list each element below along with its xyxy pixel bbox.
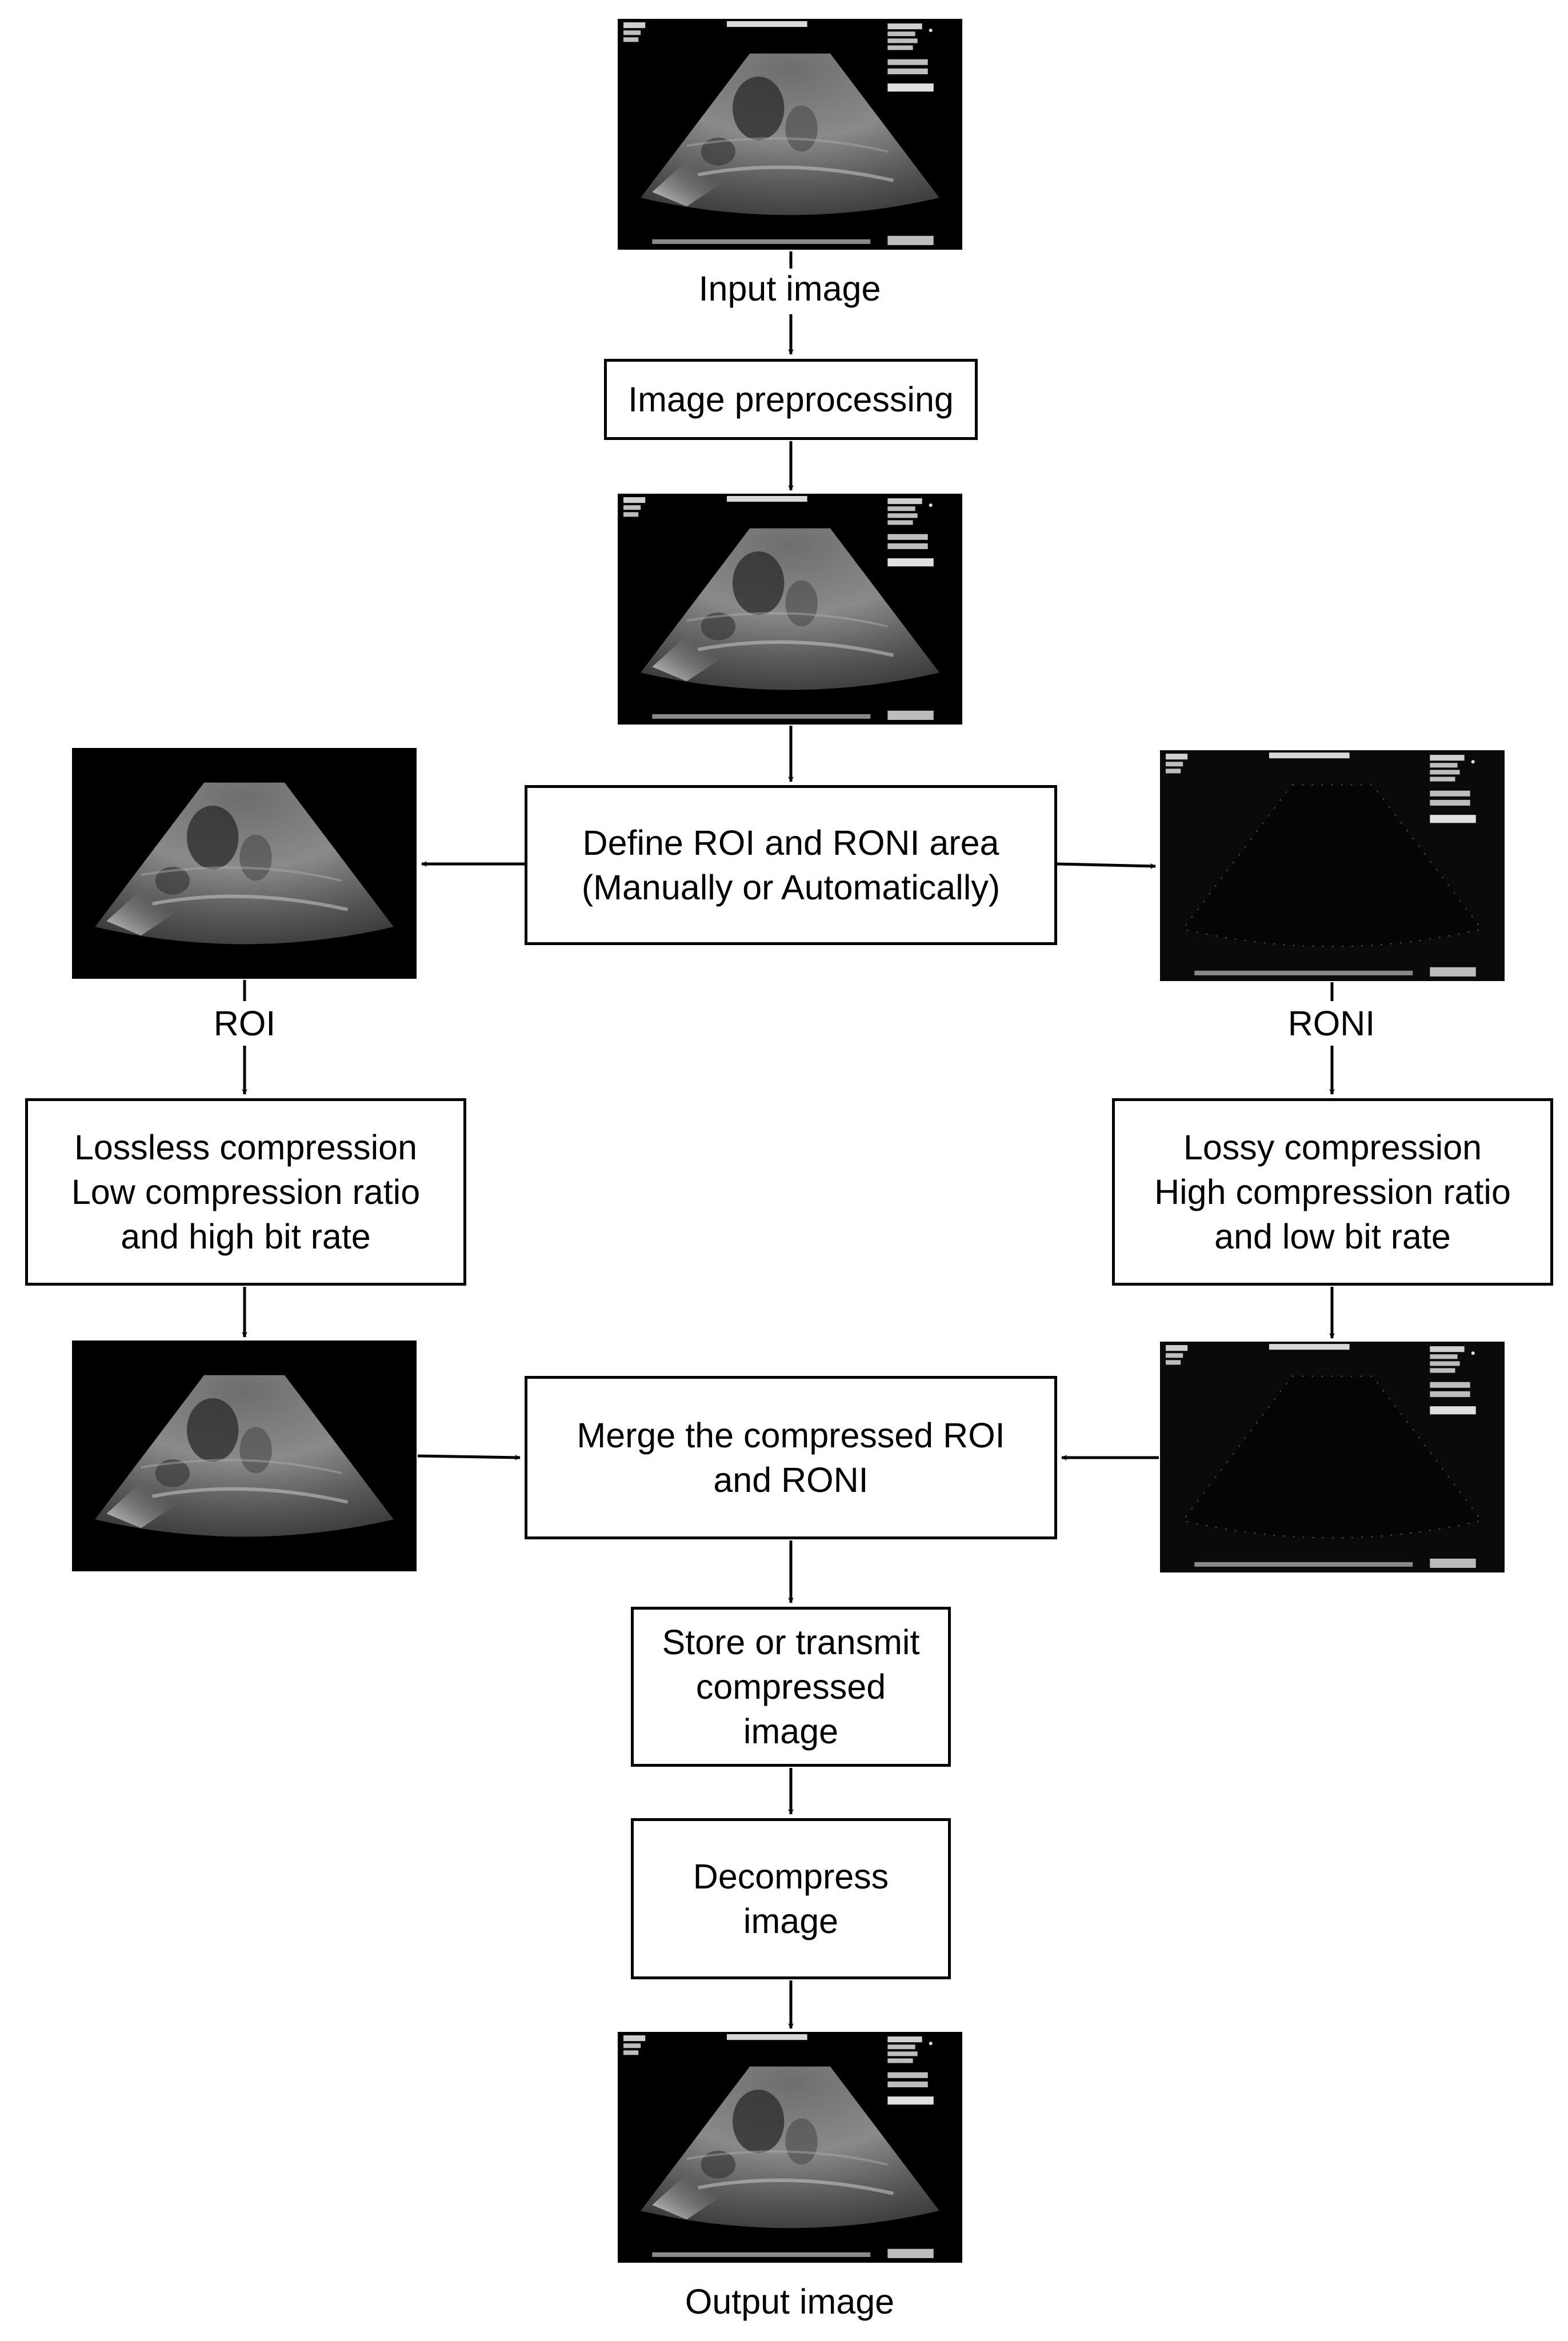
decompress-step: Decompress image: [631, 1818, 951, 1979]
compressed-roi-image: [72, 1340, 417, 1571]
lossless-compression-step: Lossless compression Low compression rat…: [25, 1098, 466, 1286]
image-preprocessing-step: Image preprocessing: [604, 359, 978, 440]
output-ultrasound-image: [618, 2032, 962, 2263]
roni-label: RONI: [1287, 1004, 1375, 1043]
compressed-roni-image: [1160, 1342, 1505, 1572]
store-transmit-step: Store or transmit compressed image: [631, 1607, 951, 1767]
preprocessed-ultrasound-image: [618, 494, 962, 725]
roni-ultrasound-image: [1160, 750, 1505, 981]
output-image-label: Output image: [685, 2282, 895, 2321]
roi-label: ROI: [213, 1004, 276, 1043]
input-ultrasound-image: [618, 19, 962, 250]
roi-ultrasound-image: [72, 748, 417, 979]
define-roi-roni-step: Define ROI and RONI area (Manually or Au…: [525, 785, 1057, 945]
input-image-label: Input image: [698, 269, 881, 308]
lossy-compression-step: Lossy compression High compression ratio…: [1112, 1098, 1553, 1286]
merge-roi-roni-step: Merge the compressed ROI and RONI: [525, 1376, 1057, 1539]
